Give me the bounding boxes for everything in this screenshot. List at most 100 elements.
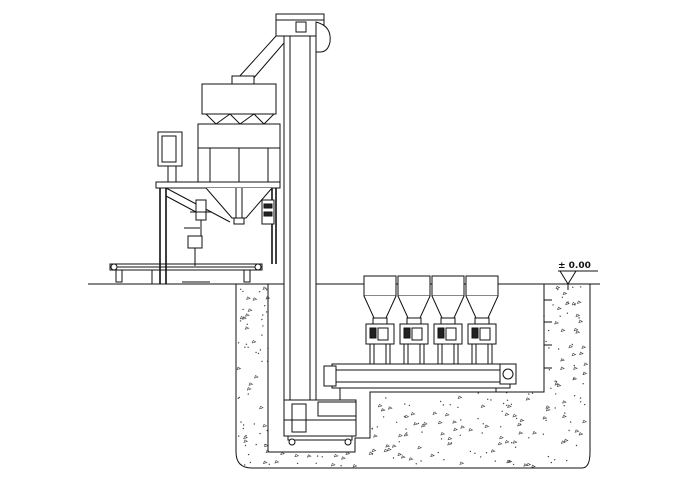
speckle-mark [477,418,479,420]
speckle-mark [499,435,504,440]
speckle-mark [547,329,550,332]
speckle-mark [246,323,248,325]
speckle-mark [571,343,573,346]
speckle-mark [485,452,488,454]
speckle-mark [245,343,248,345]
speckle-mark [556,306,562,311]
speckle-mark [262,314,264,316]
speckle-mark [532,431,538,435]
speckle-mark [443,459,445,461]
speckle-mark [514,446,517,448]
speckle-mark [242,308,244,311]
speckle-mark [240,421,242,423]
speckle-mark [238,435,240,437]
speckle-mark [447,442,452,446]
speckle-mark [239,315,245,320]
speckle-mark [237,342,240,344]
speckle-mark [383,448,389,453]
speckle-mark [575,330,581,334]
speckle-mark [321,456,323,458]
bucket-elevator [275,13,357,446]
speckle-mark [480,456,482,458]
speckle-mark [510,403,513,405]
speckle-mark [562,291,568,296]
speckle-mark [542,416,548,420]
speckle-mark [261,318,263,321]
speckle-mark [572,376,578,381]
speckle-mark [573,395,576,397]
speckle-mark [345,451,351,456]
speckle-mark [386,447,392,452]
speckle-mark [253,423,255,425]
speckle-mark [512,440,518,444]
speckle-mark [547,455,550,458]
speckle-mark [403,415,406,418]
speckle-mark [554,380,556,382]
speckle-mark [398,433,403,438]
speckle-mark [258,405,264,410]
speckle-mark [437,451,439,454]
speckle-mark [296,462,299,465]
speckle-mark [410,412,416,416]
speckle-mark [387,406,393,410]
hopper-unit [465,275,499,365]
speckle-mark [330,462,336,467]
speckle-mark [352,464,358,468]
speckle-mark [244,346,246,348]
speckle-mark [566,459,568,462]
speckle-mark [440,438,443,440]
speckle-mark [380,408,386,412]
speckle-mark [531,392,534,394]
speckle-mark [237,397,239,399]
speckle-mark [263,443,269,448]
speckle-mark [545,419,547,422]
speckle-mark [497,441,503,446]
speckle-mark [444,412,450,417]
hopper-unit [397,275,431,365]
speckle-mark [568,344,574,349]
speckle-mark [582,371,588,375]
speckle-mark [519,418,525,423]
speckle-mark [265,289,268,291]
speckle-mark [556,383,562,388]
speckle-mark [447,436,453,441]
speckle-mark [562,400,567,404]
speckle-mark [262,460,268,465]
speckle-mark [528,437,530,439]
speckle-mark [518,431,524,435]
hopper-row [363,275,499,365]
speckle-mark [315,462,317,464]
pit-foundation [235,283,591,469]
speckle-mark [385,444,391,448]
speckle-mark [453,427,458,432]
speckle-mark [333,453,339,458]
speckle-mark [490,399,492,401]
speckle-mark [511,442,513,444]
speckle-mark [545,340,547,343]
speckle-mark [579,351,584,356]
speckle-mark [417,445,423,450]
speckle-mark [554,382,560,386]
speckle-mark [405,428,407,430]
speckle-mark [563,438,569,443]
speckle-mark [583,362,589,366]
speckle-mark [548,369,551,371]
speckle-mark [255,443,257,446]
speckle-mark [457,406,459,409]
speckle-mark [564,412,566,414]
speckle-mark [265,311,268,313]
speckle-mark [575,313,581,318]
speckle-mark [247,453,250,456]
speckle-mark [560,366,565,370]
speckle-mark [341,456,346,460]
speckle-mark [557,288,559,291]
wall-ticks [544,299,552,369]
speckle-mark [571,301,577,306]
speckle-mark [449,404,451,406]
elevation-marker: ± 0.00 [558,261,598,290]
speckle-mark [251,339,257,344]
floor-conveyor [109,263,263,284]
speckle-mark [259,432,261,435]
speckle-mark [580,286,582,288]
speckle-mark [481,432,483,434]
